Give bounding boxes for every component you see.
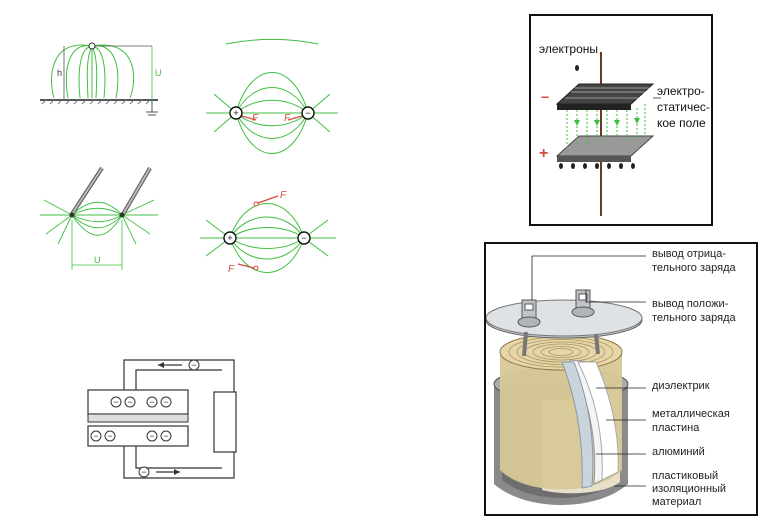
svg-text:−: − <box>127 397 132 407</box>
svg-text:−: − <box>93 431 98 441</box>
force-label-top: F <box>280 190 287 201</box>
force-label-right: F <box>284 113 291 124</box>
minus-sign: − <box>541 89 549 105</box>
plus-sign: + <box>539 145 548 162</box>
svg-text:−: − <box>141 467 146 477</box>
voltage-label: U <box>155 68 162 78</box>
electron-plate-7: − <box>146 430 158 442</box>
force-label-bottom: F <box>228 264 235 275</box>
svg-text:−: − <box>191 360 196 370</box>
label-positive-terminal-line-2: тельного заряда <box>652 312 736 324</box>
label-aluminum: алюминий <box>652 446 705 458</box>
label-dielectric: диэлектрик <box>652 380 710 392</box>
electron-plate-3: − <box>146 396 158 408</box>
negative-charge-sign: − <box>305 108 310 118</box>
svg-text:−: − <box>163 397 168 407</box>
plate-capacitor-drawing: − + <box>539 52 661 216</box>
point-over-ground-drawing: h U <box>40 42 162 116</box>
svg-text:−: − <box>149 431 154 441</box>
electron-plate-2: − <box>124 396 136 408</box>
electrons: − − − − − − − − − − <box>90 359 200 478</box>
label-positive-terminal-line-1: вывод положи- <box>652 298 729 310</box>
label-plastic-insulation-line-1: пластиковый <box>652 470 719 482</box>
svg-text:−: − <box>107 431 112 441</box>
electron-wire-top: − <box>188 359 200 371</box>
field-diagram-opposite-charges: + − F F <box>196 34 346 164</box>
field-label-line-2: статичес- <box>657 100 710 114</box>
electrolytic-capacitor-panel: вывод отрица- тельного заряда вывод поло… <box>484 242 758 516</box>
svg-text:−: − <box>149 397 154 407</box>
negative-charge-sign: − <box>301 233 306 243</box>
height-label: h <box>57 68 62 78</box>
field-diagram-point-over-ground: h U <box>30 28 170 120</box>
test-charges-drawing: + − F F <box>200 190 336 275</box>
label-metal-plate-line-1: металлическая <box>652 408 730 420</box>
plate-capacitor-panel: − + электроны электро- статичес- кое пол… <box>529 14 713 226</box>
label-negative-terminal-line-1: вывод отрица- <box>652 248 727 260</box>
field-diagram-two-electrodes: U <box>36 164 176 274</box>
electron-plate-8: − <box>160 430 172 442</box>
electron-wire-bottom: − <box>138 466 150 478</box>
positive-charge-sign: + <box>227 233 232 243</box>
svg-text:−: − <box>163 431 168 441</box>
svg-text:−: − <box>113 397 118 407</box>
field-diagram-test-charges: + − F F <box>196 180 346 290</box>
electron-plate-6: − <box>104 430 116 442</box>
label-plastic-insulation-line-2: изоляционный <box>652 483 727 495</box>
opposite-charges-drawing: + − F F <box>206 39 338 154</box>
force-label-left: F <box>252 113 259 124</box>
label-plastic-insulation-line-3: материал <box>652 496 702 508</box>
positive-charge-sign: + <box>233 108 238 118</box>
capacitor-circuit: − − − − − − − − − − <box>82 352 252 492</box>
electrolytic-capacitor-drawing <box>486 255 646 505</box>
label-metal-plate-line-2: пластина <box>652 422 700 434</box>
electron-plate-5: − <box>90 430 102 442</box>
electron-plate-4: − <box>160 396 172 408</box>
field-label-line-1: электро- <box>657 84 705 98</box>
label-negative-terminal-line-2: тельного заряда <box>652 262 736 274</box>
field-label-line-3: кое поле <box>657 116 706 130</box>
electrons-label: электроны <box>539 42 599 56</box>
two-electrodes-drawing: U <box>40 166 158 270</box>
electron-plate-1: − <box>110 396 122 408</box>
circuit-drawing: − − − − − − − − − − <box>87 359 237 479</box>
voltage-label: U <box>94 255 101 265</box>
